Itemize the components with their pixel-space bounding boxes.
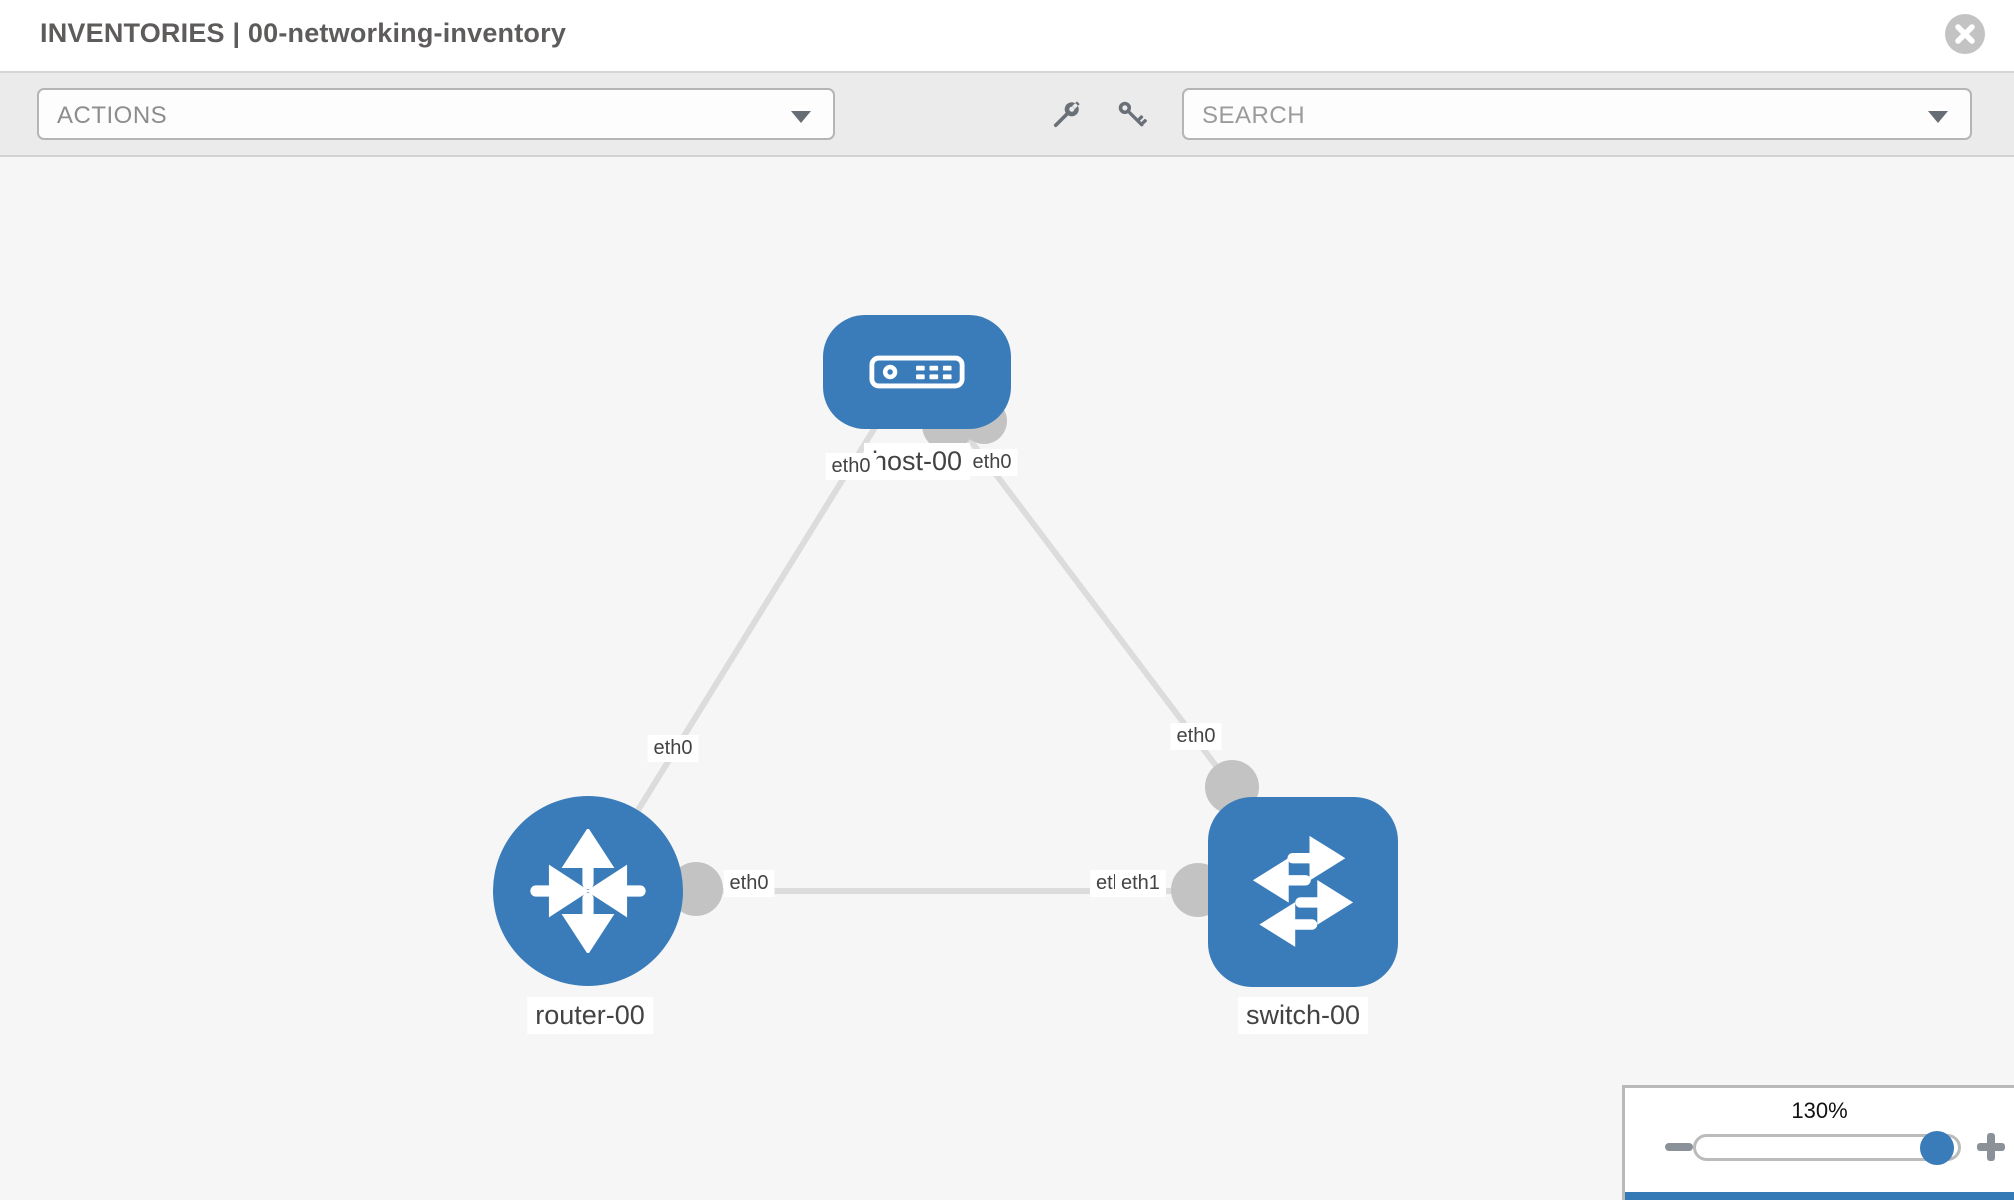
topology-canvas[interactable]: host-00 router-00 switch-00 eth0 eth0 et… xyxy=(0,157,2014,1200)
wrench-icon xyxy=(1048,101,1084,137)
wrench-button[interactable] xyxy=(1048,97,1084,133)
zoom-slider-handle[interactable] xyxy=(1920,1131,1954,1165)
interface-label-host-left: eth0 xyxy=(825,453,877,480)
panel-bottom-strip xyxy=(1625,1192,2014,1200)
toolbar: ACTIONS SEARCH xyxy=(0,71,2014,157)
caret-down-icon xyxy=(1928,111,1948,123)
page-title: INVENTORIES | 00-networking-inventory xyxy=(40,18,567,48)
zoom-slider[interactable] xyxy=(1693,1131,1961,1165)
search-dropdown[interactable]: SEARCH xyxy=(1182,88,1972,140)
node-label-router: router-00 xyxy=(527,997,653,1034)
node-host[interactable] xyxy=(823,315,1011,429)
header: INVENTORIES | 00-networking-inventory xyxy=(0,0,2014,71)
node-router[interactable] xyxy=(493,796,683,986)
node-label-host: host-00 xyxy=(863,443,971,480)
search-input[interactable]: SEARCH xyxy=(1202,102,1306,129)
interface-label-switch-left-over: eth1 xyxy=(1115,870,1166,897)
actions-dropdown[interactable]: ACTIONS xyxy=(37,88,835,140)
zoom-out-button[interactable] xyxy=(1665,1143,1693,1151)
caret-down-icon xyxy=(791,111,811,123)
interface-label-router-right: eth0 xyxy=(723,870,775,897)
zoom-in-button[interactable] xyxy=(1977,1133,2005,1161)
node-switch[interactable] xyxy=(1208,797,1398,987)
zoom-panel: 130% xyxy=(1622,1085,2014,1200)
node-label-switch: switch-00 xyxy=(1237,997,1369,1034)
connector-router-right xyxy=(669,862,723,916)
interface-label-host-right: eth0 xyxy=(966,449,1018,476)
close-button[interactable] xyxy=(1945,14,1985,54)
key-button[interactable] xyxy=(1114,97,1150,133)
interface-label-switch-top: eth0 xyxy=(1170,723,1222,750)
actions-dropdown-label: ACTIONS xyxy=(57,102,168,129)
zoom-level-label: 130% xyxy=(1791,1098,1848,1123)
topology-links xyxy=(585,384,1306,917)
key-icon xyxy=(1114,101,1150,137)
interface-label-router-top: eth0 xyxy=(647,735,699,762)
